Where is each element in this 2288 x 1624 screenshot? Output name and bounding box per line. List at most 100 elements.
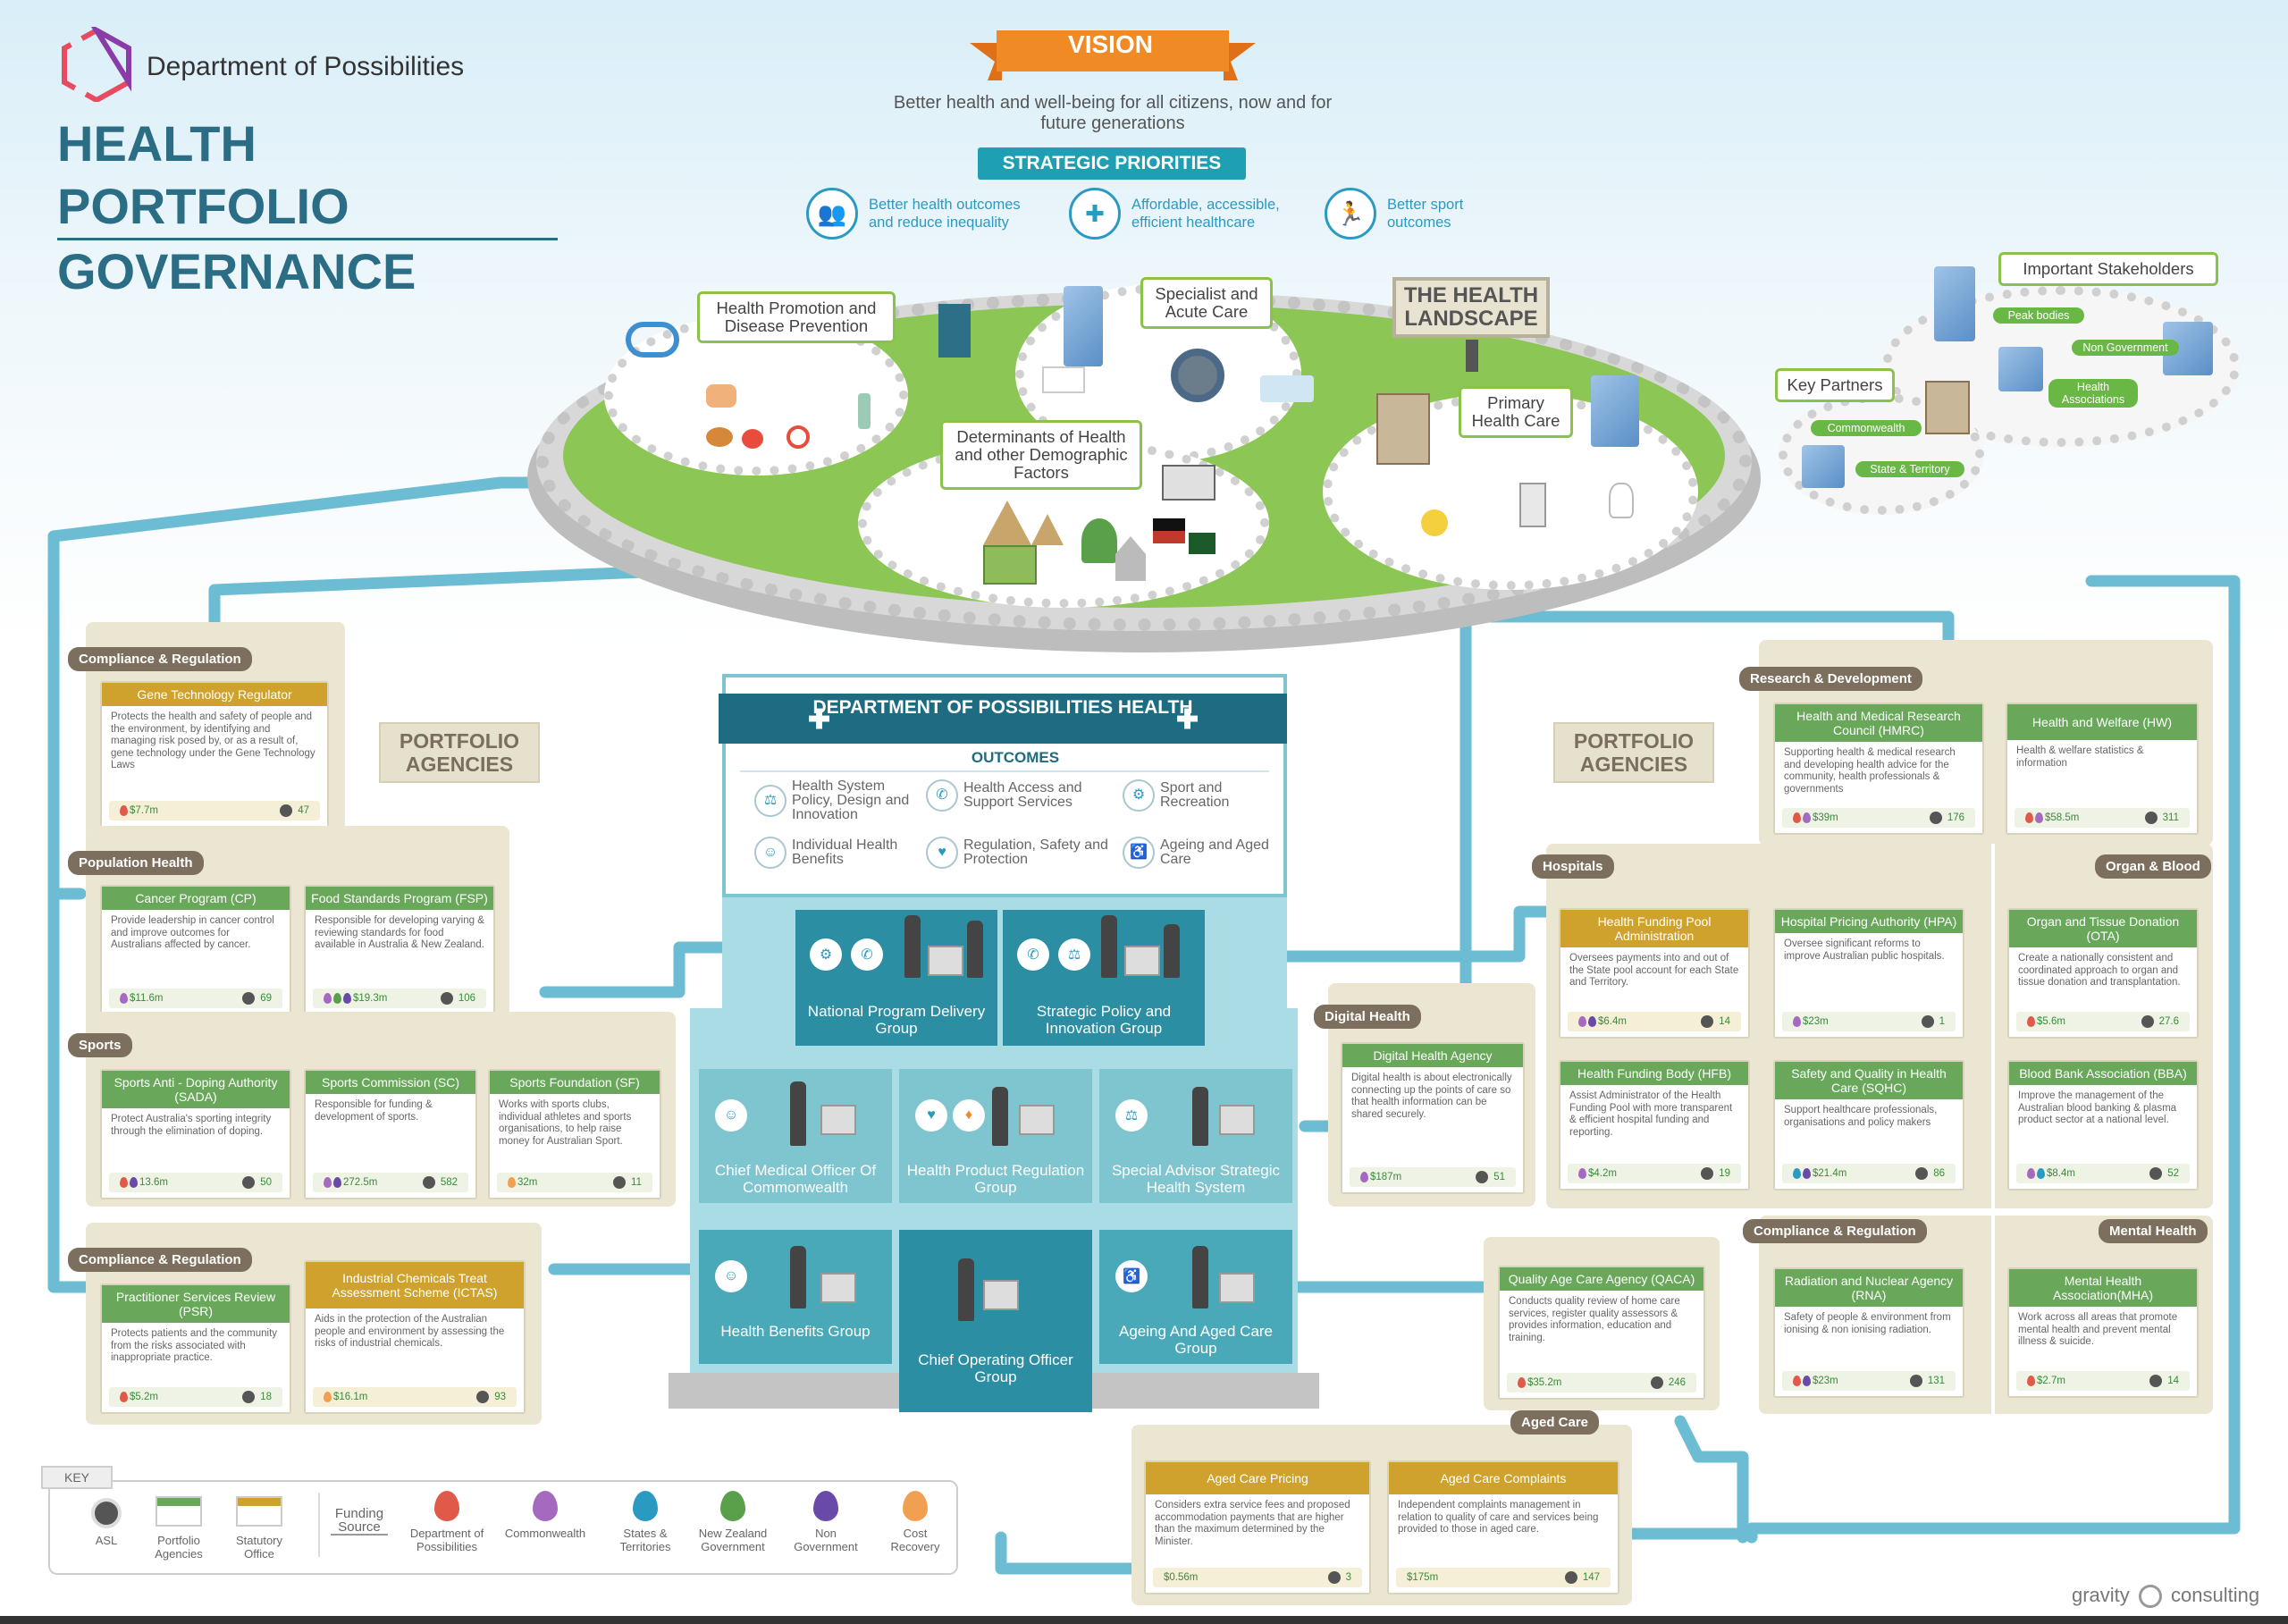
agency-card-sada[interactable]: Sports Anti - Doping Authority (SADA) Pr… [100, 1069, 291, 1199]
funding-drop-icon [1793, 1375, 1801, 1386]
outcome-text: Regulation, Safety and Protection [963, 837, 1108, 867]
agency-name: Aged Care Complaints [1389, 1462, 1618, 1494]
desk-icon [820, 1105, 856, 1135]
torres-strait-flag-icon [1189, 533, 1216, 554]
agency-card-hpa[interactable]: Hospital Pricing Authority (HPA) Oversee… [1773, 908, 1964, 1039]
funding-drop-icon [1588, 1015, 1596, 1027]
agency-footer: 13.6m 50 [109, 1173, 282, 1192]
agency-description: Responsible for developing varying & rev… [315, 915, 484, 950]
agency-card-sports-foundation[interactable]: Sports Foundation (SF) Works with sports… [488, 1069, 661, 1199]
vision-ribbon [970, 30, 1256, 80]
agency-description: Provide leadership in cancer control and… [111, 915, 274, 950]
agency-card-sqhc[interactable]: Safety and Quality in Health Care (SQHC)… [1773, 1060, 1964, 1191]
non-government-pill: Non Government [2072, 340, 2179, 356]
agency-name: Industrial Chemicals Treat Assessment Sc… [306, 1262, 524, 1308]
funding-source-label: Non Government [794, 1527, 858, 1553]
agency-budget: 13.6m [139, 1177, 168, 1189]
key-funding-label: Funding Source [331, 1507, 388, 1536]
agency-card-ota[interactable]: Organ and Tissue Donation (OTA) Create a… [2007, 908, 2199, 1039]
group-label: Health Product Regulation Group [906, 1162, 1085, 1196]
staff-figure [958, 1258, 974, 1321]
agency-card-psr[interactable]: Practitioner Services Review (PSR) Prote… [100, 1283, 291, 1414]
agency-card-qaca[interactable]: Quality Age Care Agency (QACA) Conducts … [1498, 1266, 1705, 1400]
agency-description: Work across all areas that promote menta… [2018, 1312, 2178, 1347]
staff-figure [1164, 924, 1180, 978]
desk-icon [983, 1280, 1019, 1310]
outcome-item: ♿Ageing and Aged Care [1123, 837, 1283, 869]
agency-card-hmrc[interactable]: Health and Medical Research Council (HMR… [1773, 703, 1984, 835]
agency-card-gene-technology[interactable]: Gene Technology Regulator Protects the h… [100, 681, 329, 828]
agency-card-aged-care-pricing[interactable]: Aged Care Pricing Considers extra servic… [1144, 1460, 1371, 1595]
agency-card-cancer[interactable]: Cancer Program (CP) Provide leadership i… [100, 885, 291, 1015]
agency-card-hfpa[interactable]: Health Funding Pool Administration Overs… [1559, 908, 1750, 1039]
agency-card-sports-commission[interactable]: Sports Commission (SC) Responsible for f… [304, 1069, 477, 1199]
agency-budget: $7.7m [130, 805, 158, 817]
outcome-item: ⚙Sport and Recreation [1123, 779, 1283, 812]
agency-card-bba[interactable]: Blood Bank Association (BBA) Improve the… [2007, 1060, 2199, 1191]
funding-drop-icon [120, 804, 128, 816]
wheelchair-icon: ♿ [1123, 837, 1155, 869]
group-divider [1991, 844, 1995, 1208]
exercise-ball-icon [1421, 509, 1448, 536]
phone-icon: ✆ [851, 938, 883, 971]
person-icon: ☺ [715, 1260, 747, 1292]
key-legend [48, 1480, 958, 1575]
agency-card-mha[interactable]: Mental Health Association(MHA) Work acro… [2007, 1267, 2199, 1398]
heart-shield-icon: ♥ [926, 837, 958, 869]
callout-primary: Primary Health Care [1459, 386, 1573, 438]
agency-asl: 3 [1345, 1572, 1351, 1584]
agency-card-ictas[interactable]: Industrial Chemicals Treat Assessment Sc… [304, 1260, 526, 1414]
agency-footer: $175m 147 [1396, 1568, 1611, 1587]
funding-drop-icon [120, 1391, 128, 1402]
agency-budget: $23m [1803, 1016, 1829, 1028]
funding-drop-icon [1578, 1167, 1586, 1179]
medical-bag-icon: ✚ [1069, 188, 1121, 240]
agency-footer: $8.4m 52 [2016, 1164, 2190, 1183]
agency-name: Health Funding Body (HFB) [1560, 1062, 1748, 1085]
heart-shield-icon: ♥ [915, 1099, 947, 1132]
policy-icon: ⚖ [1058, 938, 1090, 971]
mri-icon [1171, 349, 1224, 402]
group-national-program[interactable]: National Program Delivery Group [795, 910, 997, 1046]
funding-source-icon [533, 1491, 558, 1521]
agency-card-food-standards[interactable]: Food Standards Program (FSP) Responsible… [304, 885, 495, 1015]
agency-card-hfb[interactable]: Health Funding Body (HFB) Assist Adminis… [1559, 1060, 1750, 1191]
staff-figure [790, 1081, 806, 1146]
agency-name: Digital Health Agency [1342, 1044, 1523, 1067]
desk-icon [1219, 1105, 1255, 1135]
money-icon [983, 545, 1037, 585]
funding-drop-icon [324, 1176, 332, 1188]
agency-description: Oversees payments into and out of the St… [1569, 953, 1739, 988]
asl-person-icon [242, 1391, 256, 1403]
agency-budget: 32m [517, 1177, 538, 1189]
funding-source-label: Department of Possibilities [409, 1527, 484, 1553]
agency-footer: $187m 51 [1350, 1167, 1516, 1187]
agency-card-rna[interactable]: Radiation and Nuclear Agency (RNA) Safet… [1773, 1267, 1964, 1398]
group-coo[interactable]: Chief Operating Officer Group [899, 1230, 1092, 1412]
funding-source-label: Commonwealth [504, 1527, 586, 1540]
no-smoking-icon [786, 425, 810, 449]
group-divider [1991, 1216, 1995, 1414]
department-logo [62, 27, 131, 102]
plus-icon-right: ✚ [1176, 705, 1199, 735]
agency-card-aged-care-complaints[interactable]: Aged Care Complaints Independent complai… [1387, 1460, 1619, 1595]
funding-drop-icon [120, 992, 128, 1004]
phone-icon: ✆ [1017, 938, 1049, 971]
asl-person-icon [2144, 812, 2158, 824]
agency-name: Radiation and Nuclear Agency (RNA) [1775, 1269, 1963, 1307]
asl-person-icon [1564, 1571, 1577, 1584]
key-title: KEY [41, 1466, 113, 1489]
agency-card-digital-health[interactable]: Digital Health Agency Digital health is … [1341, 1042, 1525, 1194]
agency-name: Sports Foundation (SF) [490, 1071, 660, 1094]
agency-asl: 14 [2167, 1376, 2179, 1387]
agency-card-hw[interactable]: Health and Welfare (HW) Health & welfare… [2006, 703, 2199, 835]
funding-drop-icon [1360, 1171, 1368, 1182]
agency-description: Digital health is about electronically c… [1351, 1073, 1512, 1120]
callout-specialist: Specialist and Acute Care [1140, 277, 1273, 329]
asl-person-icon [242, 992, 256, 1005]
priority-text: Affordable, accessible, efficient health… [1131, 197, 1280, 231]
bicycle-icon [626, 322, 679, 358]
outcome-text: Health Access and Support Services [963, 780, 1082, 810]
agency-asl: 93 [494, 1392, 506, 1403]
agency-footer: $23m 131 [1782, 1371, 1956, 1391]
